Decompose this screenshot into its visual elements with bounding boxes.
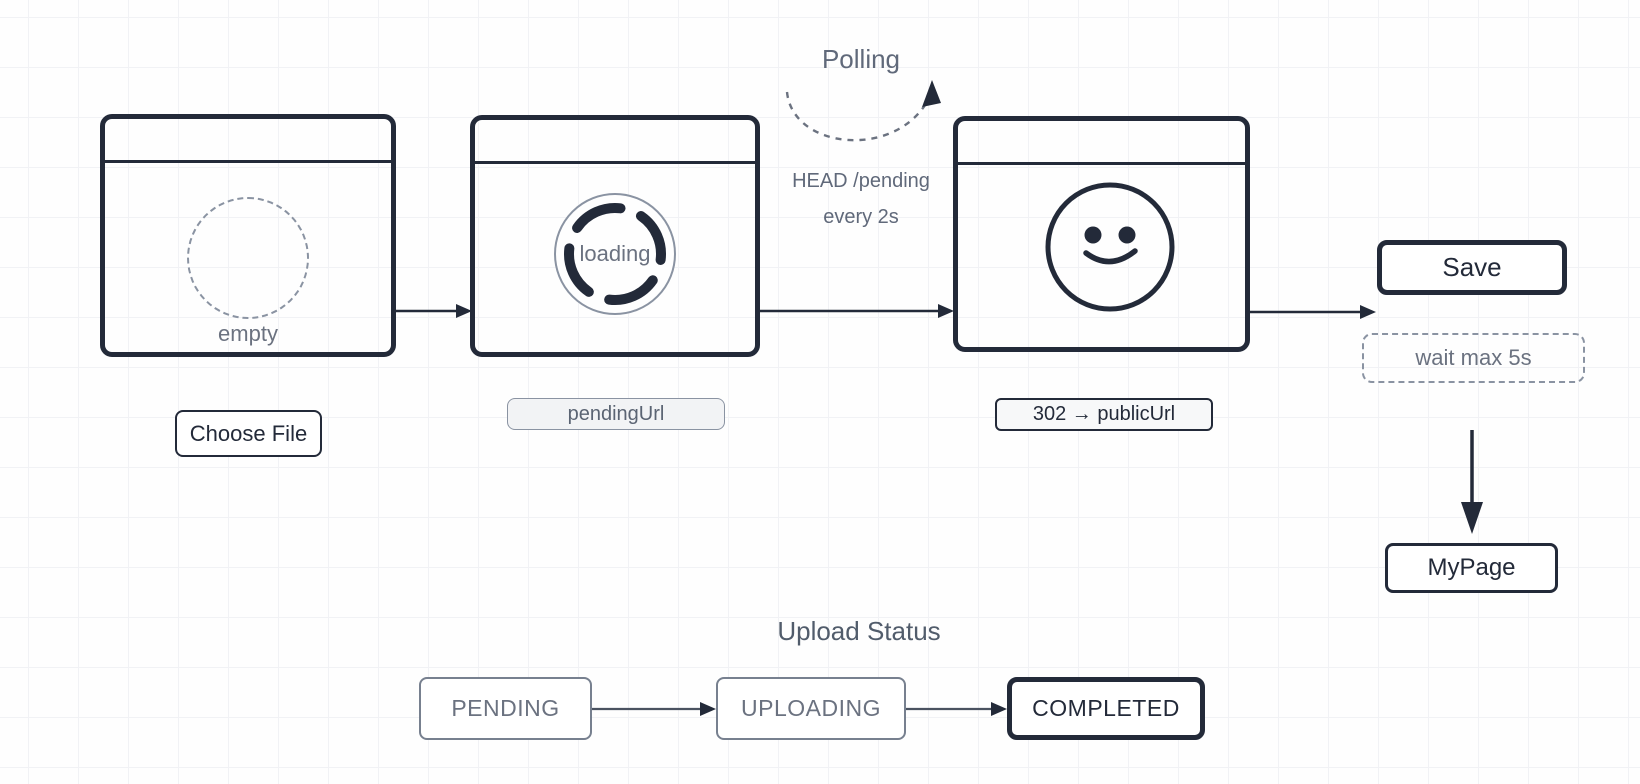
arrow-right-icon — [592, 702, 716, 716]
browser-titlebar — [105, 119, 391, 163]
arrow-right-icon — [906, 702, 1007, 716]
spinner-icon — [554, 193, 676, 315]
browser-window-loading[interactable]: loading — [470, 115, 760, 357]
status-step-uploading[interactable]: UPLOADING — [716, 677, 906, 740]
public-url-label: 302 → publicUrl — [1032, 403, 1176, 425]
save-button[interactable]: Save — [1377, 240, 1567, 295]
status-uploading-label: UPLOADING — [741, 695, 881, 721]
public-url-tag[interactable]: 302 → publicUrl — [995, 398, 1213, 431]
status-pending-label: PENDING — [451, 695, 560, 721]
loading-label: loading — [579, 241, 651, 266]
polling-title: Polling — [821, 44, 901, 74]
browser-window-success[interactable] — [953, 116, 1250, 352]
polling-curve-icon — [785, 80, 941, 142]
choose-file-label: Choose File — [189, 420, 308, 446]
polling-detail-line2: every 2s — [823, 206, 899, 228]
pending-url-label: pendingUrl — [567, 402, 665, 425]
arrow-right-icon — [1250, 305, 1376, 319]
status-completed-label: COMPLETED — [1032, 695, 1180, 721]
save-label: Save — [1442, 252, 1502, 282]
arrow-down-icon — [1461, 430, 1483, 534]
browser-titlebar — [475, 120, 755, 164]
arrow-right-icon — [760, 304, 954, 318]
wait-note-label: wait max 5s — [1415, 345, 1532, 370]
polling-detail-line1: HEAD /pending — [792, 170, 930, 192]
mypage-node[interactable]: MyPage — [1385, 543, 1558, 593]
browser-window-empty[interactable]: empty — [100, 114, 396, 357]
browser-titlebar — [958, 121, 1245, 165]
mypage-label: MyPage — [1427, 554, 1516, 581]
status-step-pending[interactable]: PENDING — [419, 677, 592, 740]
status-step-completed[interactable]: COMPLETED — [1007, 677, 1205, 740]
arrow-right-icon — [396, 304, 472, 318]
empty-placeholder-label: empty — [218, 321, 278, 346]
pending-url-tag[interactable]: pendingUrl — [507, 398, 725, 430]
wait-note: wait max 5s — [1362, 333, 1585, 383]
choose-file-button[interactable]: Choose File — [175, 410, 322, 457]
upload-status-title: Upload Status — [777, 616, 941, 646]
smiley-icon — [1045, 182, 1175, 312]
dashed-circle-icon — [187, 197, 309, 319]
